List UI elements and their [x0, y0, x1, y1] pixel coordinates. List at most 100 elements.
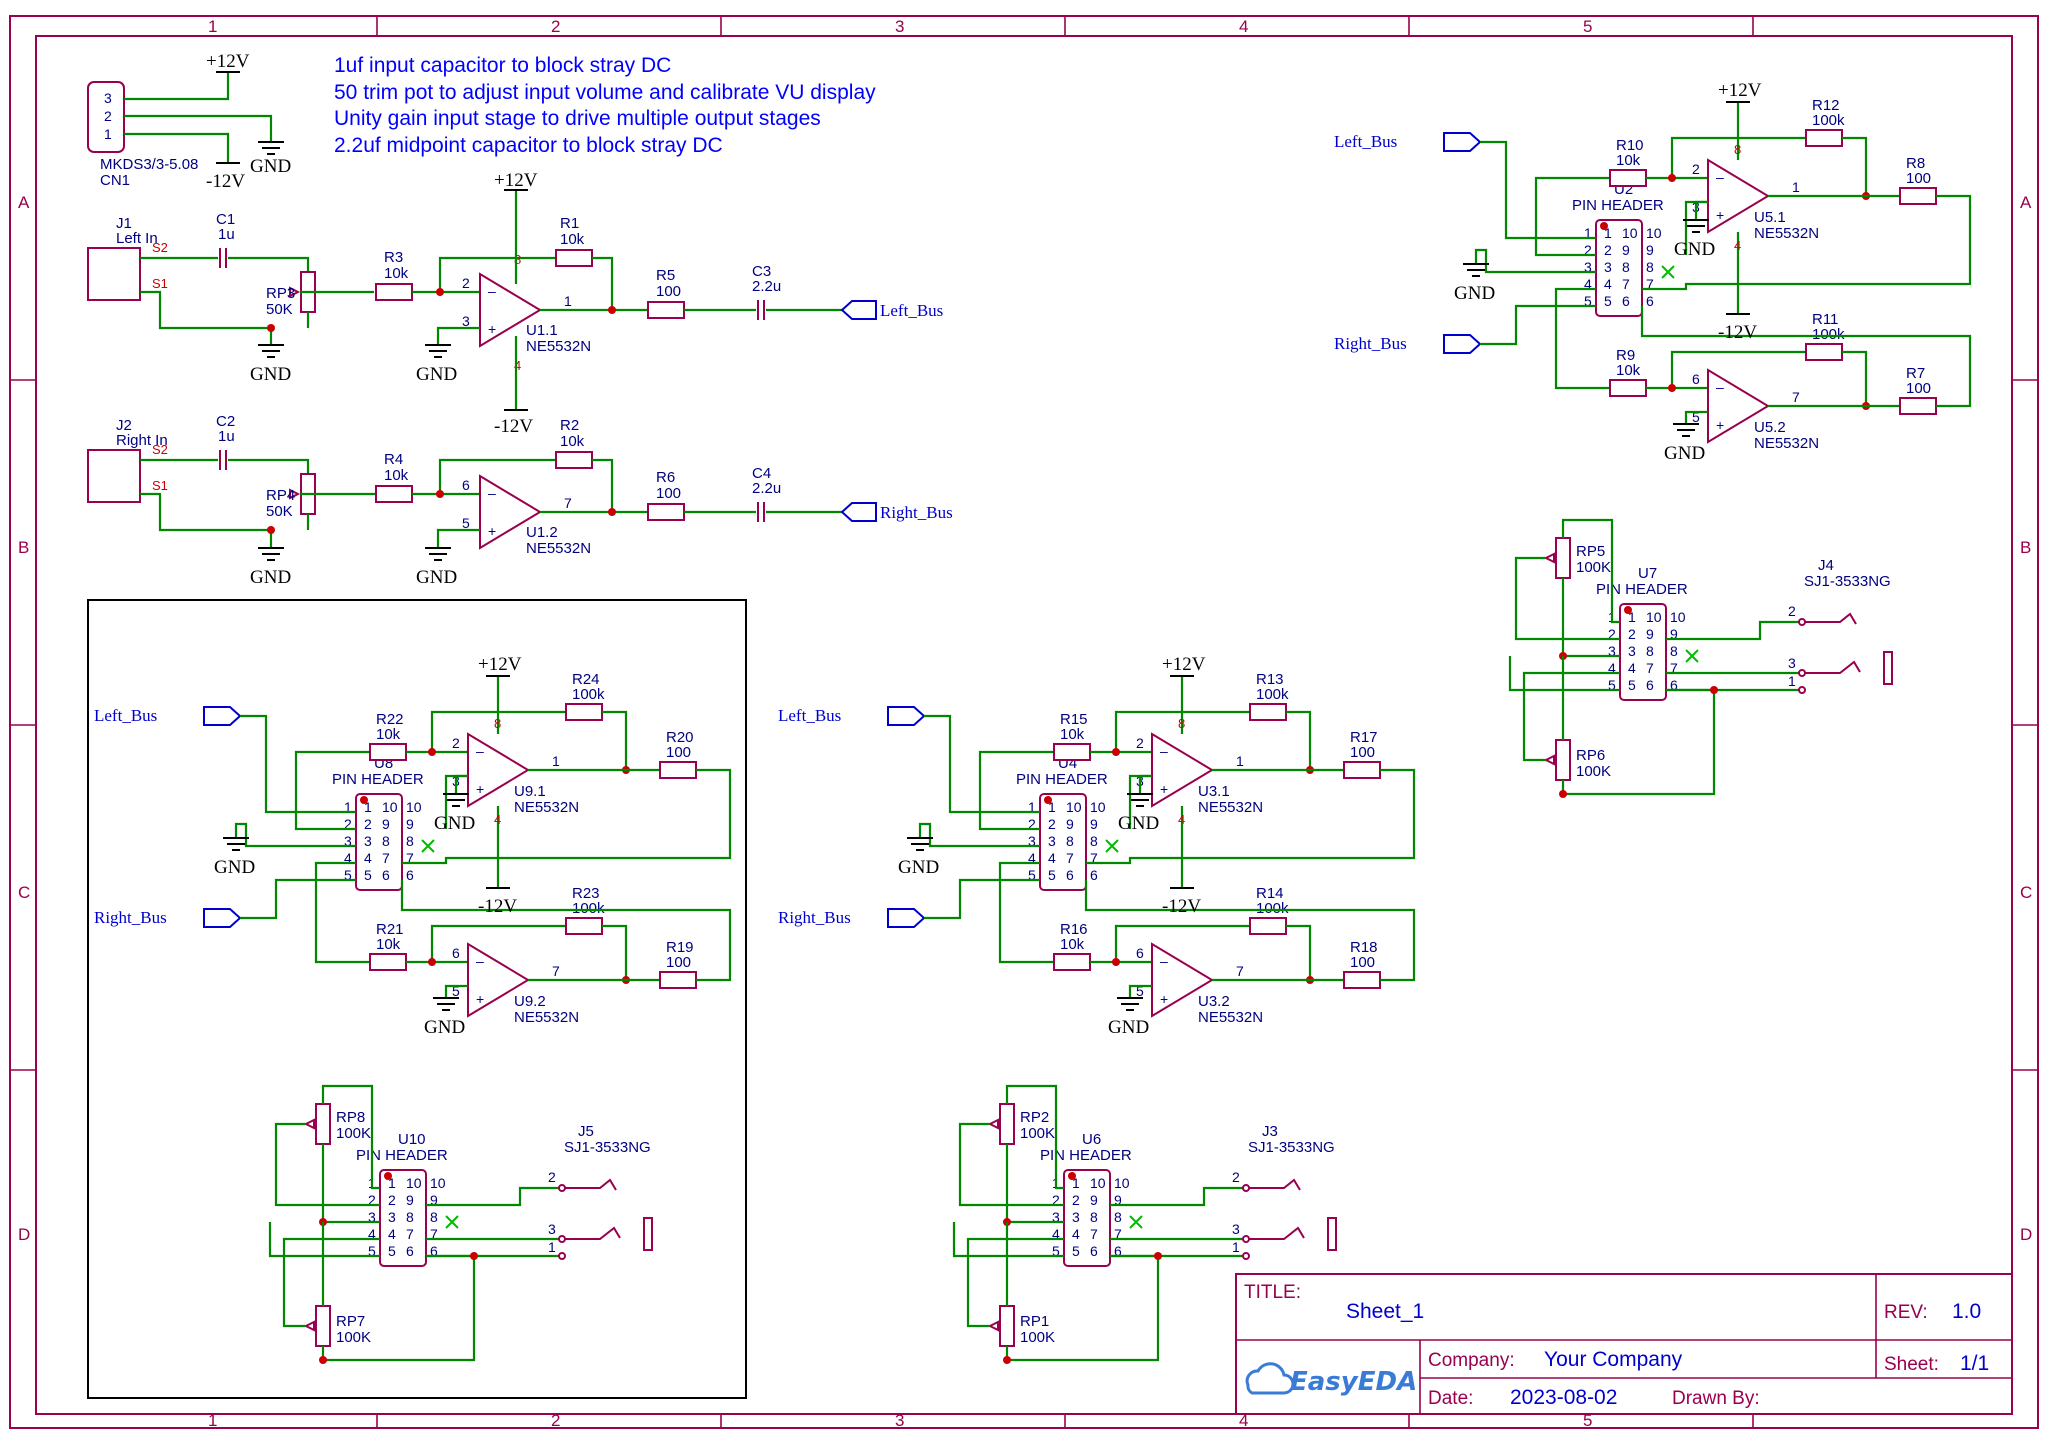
- resistor: [1249, 703, 1287, 721]
- ref-designator: R14: [1256, 885, 1284, 902]
- resistor: [565, 703, 603, 721]
- value: 10k: [376, 726, 401, 743]
- ref-designator: U9.2: [514, 993, 546, 1010]
- wire: [1554, 287, 1610, 390]
- pot-wiper: [987, 1118, 999, 1130]
- input-stage-left: J1 Left In S2 S1 C1 1u RP3 50K GND R3 10…: [87, 170, 943, 437]
- value: 100k: [572, 900, 605, 917]
- opamp: [467, 732, 530, 808]
- pin-number: 9: [382, 816, 390, 832]
- design-notes: 1uf input capacitor to block stray DC 50…: [334, 54, 876, 157]
- junction-dot: [1044, 796, 1052, 804]
- jack-pin: [1242, 1235, 1250, 1243]
- jack-label: Right In: [116, 432, 168, 449]
- wire: [958, 1122, 1064, 1207]
- junction-dot: [1668, 384, 1676, 392]
- part-name: SJ1-3533NG: [1804, 573, 1891, 590]
- pin-number: 8: [1670, 643, 1678, 659]
- ref-designator: U9.1: [514, 783, 546, 800]
- value: 100: [1906, 170, 1931, 187]
- pin-number: 10: [1622, 225, 1638, 241]
- no-connect-mark: [1129, 1215, 1143, 1229]
- row-label: C: [2020, 883, 2032, 902]
- junction-dot: [1668, 174, 1676, 182]
- col-label: 1: [208, 17, 217, 36]
- wire: [1508, 656, 1620, 692]
- pin-number: 5: [1604, 293, 1612, 309]
- ref-designator: R21: [376, 921, 404, 938]
- pin-sign: –: [488, 485, 496, 501]
- part-name: NE5532N: [1754, 225, 1819, 242]
- pin-sign: –: [1716, 379, 1724, 395]
- jack-body: [1883, 651, 1893, 685]
- value: 10k: [1616, 152, 1641, 169]
- ref-designator: RP6: [1576, 747, 1605, 764]
- wire: [1514, 556, 1620, 641]
- pin-number: 7: [1114, 1226, 1122, 1242]
- gnd-label: GND: [434, 813, 475, 834]
- ground-symbol: [433, 997, 459, 1011]
- wire: [602, 710, 628, 770]
- wire: [1640, 306, 1972, 408]
- ref-designator: RP3: [266, 285, 295, 302]
- ref-designator: R20: [666, 729, 694, 746]
- pin-number: 7: [564, 495, 572, 511]
- wire: [282, 1237, 380, 1328]
- value: 10k: [384, 467, 409, 484]
- value: 100: [1906, 380, 1931, 397]
- ref-designator: RP4: [266, 487, 295, 504]
- ref-designator: R16: [1060, 921, 1088, 938]
- pin-number: 1: [1232, 1239, 1240, 1255]
- row-label: D: [18, 1225, 30, 1244]
- col-label: 3: [895, 17, 904, 36]
- pin-number: 4: [494, 812, 501, 827]
- ref-designator: R18: [1350, 939, 1378, 956]
- pin-number: 4: [1604, 276, 1612, 292]
- col-label: 3: [895, 1411, 904, 1430]
- wire: [294, 750, 370, 831]
- net-label-right-bus: Right_Bus: [778, 908, 851, 927]
- pin-number: 9: [1090, 1192, 1098, 1208]
- pin-number: 6: [1646, 677, 1654, 693]
- pin-number: 8: [430, 1209, 438, 1225]
- ref-designator: J3: [1262, 1123, 1278, 1140]
- ref-designator: J1: [116, 215, 132, 232]
- pin-number: 3: [388, 1209, 396, 1225]
- wire: [924, 714, 1040, 814]
- wire: [402, 768, 732, 865]
- value: 10k: [560, 433, 585, 450]
- wire: [1480, 140, 1596, 240]
- power-label: -12V: [1162, 896, 1201, 917]
- pin-number: 8: [1178, 716, 1185, 731]
- wire: [430, 924, 566, 962]
- wire: [1138, 774, 1152, 794]
- pin-name: S2: [152, 442, 168, 457]
- easyeda-logo: EasyEDA: [1245, 1362, 1417, 1397]
- col-label: 5: [1583, 1411, 1592, 1430]
- resistor: [659, 761, 697, 779]
- pin-number: 7: [406, 1226, 414, 1242]
- power-label: -12V: [478, 896, 517, 917]
- group-box: [87, 599, 747, 1399]
- pin-number: 7: [552, 963, 560, 979]
- ref-designator: R13: [1256, 671, 1284, 688]
- pot-wiper: [987, 1320, 999, 1332]
- jack-label: Left In: [116, 230, 158, 247]
- pin-number: 10: [382, 799, 398, 815]
- row-label: A: [2020, 193, 2032, 212]
- pin-number: 5: [344, 867, 352, 883]
- header-title: PIN HEADER: [1596, 581, 1688, 598]
- title-label: TITLE:: [1244, 1282, 1301, 1303]
- pin-number: 6: [1090, 1243, 1098, 1259]
- logo-text: EasyEDA: [1290, 1367, 1417, 1397]
- wire: [978, 750, 1054, 831]
- value: 100K: [336, 1329, 371, 1346]
- opamp: [1151, 942, 1214, 1018]
- junction-dot: [428, 748, 436, 756]
- gnd-label: GND: [1118, 813, 1159, 834]
- part-name: NE5532N: [514, 1009, 579, 1026]
- pin-number: 4: [1178, 812, 1185, 827]
- gnd-label: GND: [1664, 443, 1705, 464]
- note-line: 1uf input capacitor to block stray DC: [334, 54, 671, 77]
